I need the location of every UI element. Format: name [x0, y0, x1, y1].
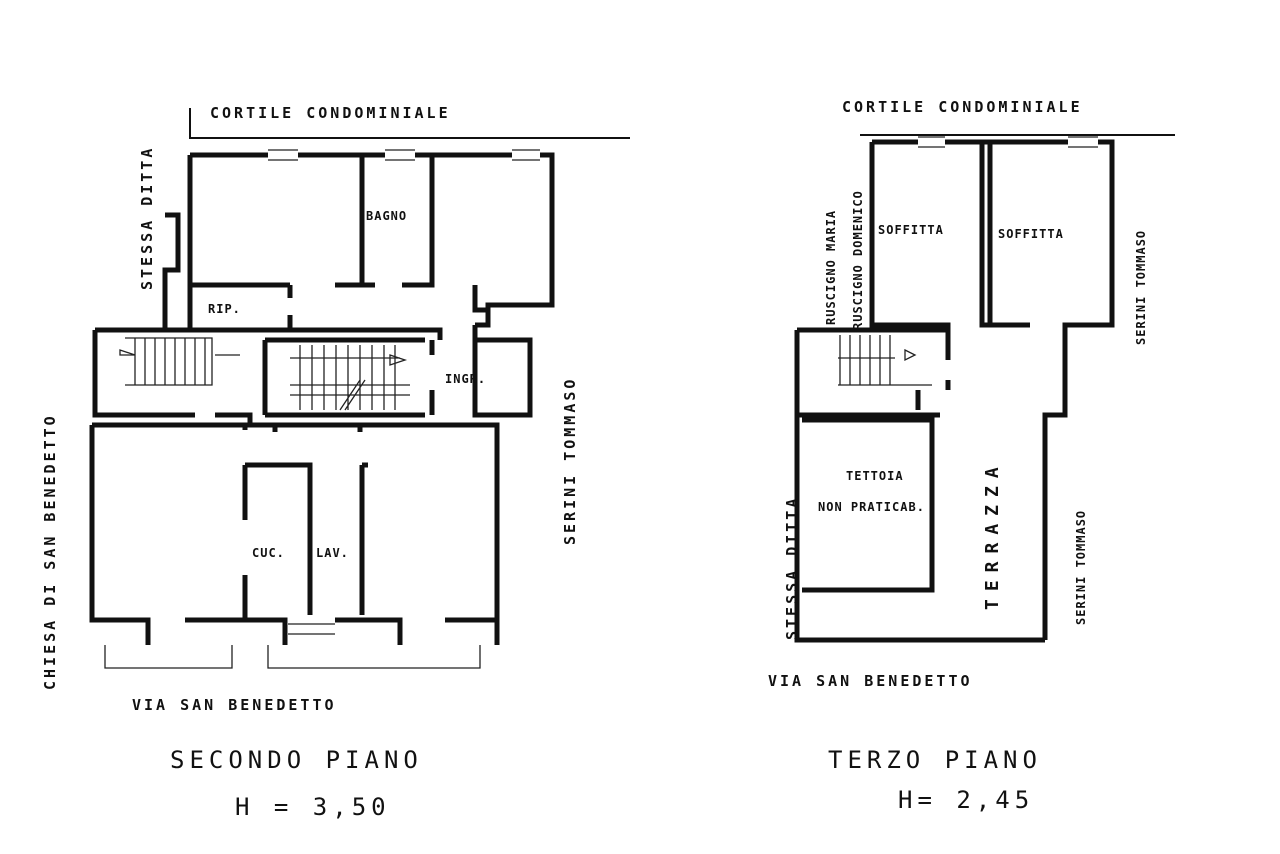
- stairs-third: [838, 335, 932, 386]
- room-label-soffitta-1: SOFFITTA: [878, 223, 944, 237]
- west-label-1: RUSCIGNO MARIA: [824, 210, 838, 325]
- east-label-1: SERINI TOMMASO: [1134, 230, 1148, 345]
- room-label-soffitta-2: SOFFITTA: [998, 227, 1064, 241]
- third-floor-height: H= 2,45: [898, 786, 1034, 814]
- west-label: CHIESA DI SAN BENEDETTO: [41, 413, 59, 690]
- east-label: SERINI TOMMASO: [561, 377, 579, 545]
- stairs-west: [119, 337, 240, 386]
- room-label-rip: RIP.: [208, 302, 241, 316]
- windows: [268, 149, 540, 635]
- second-floor-plan: CORTILE CONDOMINIALE BAGNO RIP. INGR. CU…: [41, 104, 630, 821]
- courtyard-boundary: [189, 108, 630, 139]
- east-label-2: SERINI TOMMASO: [1074, 510, 1088, 625]
- balconies: [104, 645, 481, 669]
- second-floor-height: H = 3,50: [235, 793, 391, 821]
- room-label-cuc: CUC.: [252, 546, 285, 560]
- room-label-lav: LAV.: [316, 546, 349, 560]
- second-floor-title: SECONDO PIANO: [170, 746, 423, 774]
- room-label-ingr: INGR.: [445, 372, 486, 386]
- northwest-label: STESSA DITTA: [138, 146, 156, 290]
- north-label: CORTILE CONDOMINIALE: [210, 104, 451, 122]
- room-label-bagno: BAGNO: [366, 209, 407, 223]
- room-label-terrazza: TERRAZZA: [982, 459, 1003, 610]
- south-label: VIA SAN BENEDETTO: [132, 696, 337, 714]
- second-floor-walls: [89, 152, 555, 645]
- third-floor-plan: CORTILE CONDOMINIALE SOFFITTA SOFFITTA T…: [768, 98, 1175, 814]
- west-label-3: STESSA DITTA: [783, 496, 801, 640]
- windows: [918, 136, 1098, 148]
- third-floor-title: TERZO PIANO: [828, 746, 1042, 774]
- stairs-main: [290, 345, 410, 411]
- south-label: VIA SAN BENEDETTO: [768, 672, 973, 690]
- third-floor-walls: [794, 139, 1115, 643]
- north-label: CORTILE CONDOMINIALE: [842, 98, 1083, 116]
- room-label-non-praticabile: NON PRATICAB.: [818, 500, 925, 514]
- room-label-tettoia: TETTOIA: [846, 469, 904, 483]
- west-label-2: RUSCIGNO DOMENICO: [851, 190, 865, 330]
